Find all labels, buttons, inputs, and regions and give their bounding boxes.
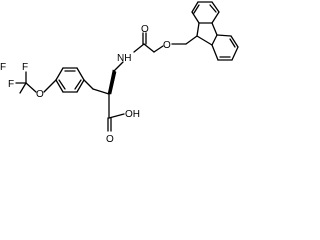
- nh-label: NH: [117, 53, 131, 64]
- hydroxyl-label: OH: [125, 109, 140, 120]
- carbonyl-oxygen-label: O: [141, 24, 149, 35]
- bonds: [15, 1, 239, 132]
- trifluoromethoxy-bonds: [15, 71, 57, 94]
- fluorine-top-label: F: [22, 62, 28, 73]
- carboxylic-acid-bonds: [107, 93, 125, 132]
- ester-oxygen-label: O: [163, 40, 171, 51]
- ether-oxygen-label: O: [36, 89, 44, 100]
- atom-labels: NH O O OH O O F F F: [0, 24, 171, 145]
- fluorine-middle-label: F: [8, 79, 14, 90]
- aminomethyl-stereo-bond: [107, 69, 117, 95]
- benzyl-bonds: [83, 79, 110, 95]
- phenyl-ring: [55, 67, 85, 93]
- fluorene-ring-system: [185, 1, 239, 61]
- chemical-structure: NH O O OH O O F F F: [0, 1, 239, 145]
- acid-carbonyl-oxygen-label: O: [106, 134, 114, 145]
- fluorine-left-label: F: [0, 62, 6, 73]
- fmoc-carbamate-linker: [113, 32, 187, 72]
